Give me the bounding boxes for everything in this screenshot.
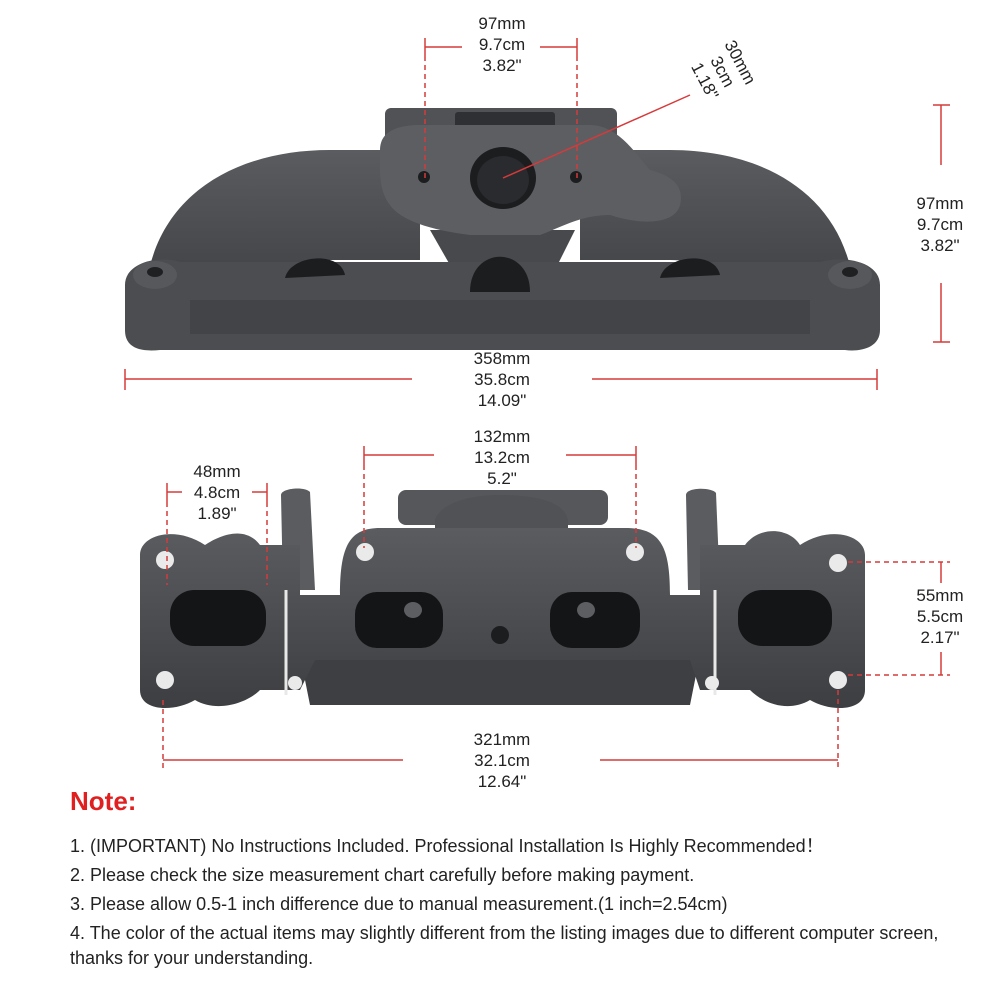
note-item: 3. Please allow 0.5-1 inch difference du… [70, 894, 728, 914]
note-list: 1. (IMPORTANT) No Instructions Included.… [70, 834, 975, 975]
manifold-bottom-view [140, 488, 865, 709]
manifold-diagram [124, 38, 950, 770]
flange-height-label: 55mm 5.5cm 2.17" [916, 586, 964, 647]
port-spacing-label: 132mm 13.2cm 5.2" [473, 427, 531, 488]
flange-width-label: 97mm 9.7cm 3.82" [478, 14, 526, 75]
note-item: 2. Please check the size measurement cha… [70, 865, 695, 885]
overall-length-label: 358mm 35.8cm 14.09" [473, 349, 531, 410]
port-width-label: 48mm 4.8cm 1.89" [193, 462, 241, 523]
note-title: Note: [70, 786, 137, 816]
manifold-top-view [125, 108, 880, 351]
note-item: 1. (IMPORTANT) No Instructions Included.… [70, 836, 824, 856]
top-dimension-lines [124, 38, 950, 390]
note-item: 4. The color of the actual items may sli… [70, 923, 939, 968]
flange-length-label: 321mm 32.1cm 12.64" [473, 730, 531, 791]
bottom-dimension-lines [162, 446, 950, 770]
height-label: 97mm 9.7cm 3.82" [916, 194, 964, 255]
